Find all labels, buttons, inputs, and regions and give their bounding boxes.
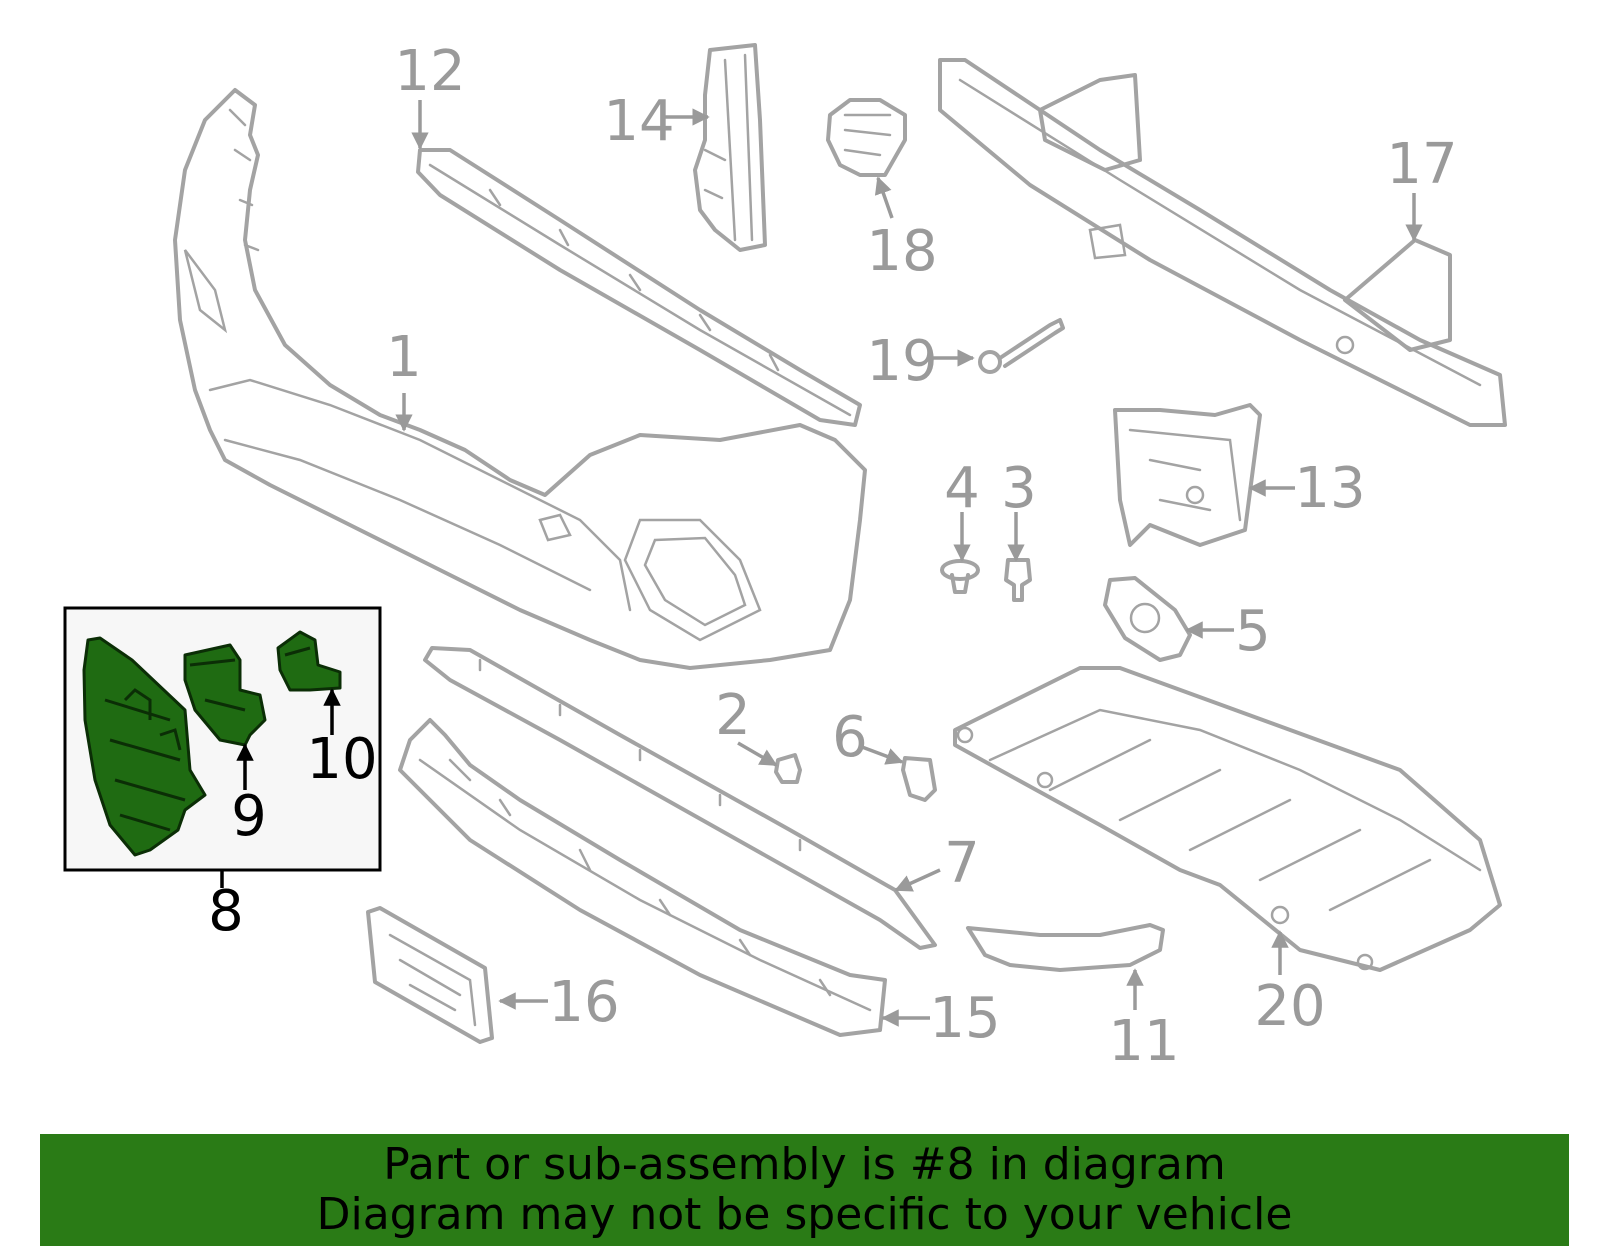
under-shield [953, 666, 1502, 972]
sensor-clip [826, 98, 907, 177]
callout-18: 18 [866, 219, 937, 284]
callout-9: 9 [231, 784, 267, 849]
lower-absorber [398, 718, 887, 1037]
reinforcement-beam [938, 58, 1507, 427]
callout-15: 15 [929, 986, 1000, 1051]
callout-6: 6 [832, 705, 868, 770]
callout-20: 20 [1254, 974, 1325, 1039]
callout-1: 1 [386, 325, 422, 390]
callout-8: 8 [208, 879, 244, 944]
callout-13: 13 [1294, 456, 1365, 521]
notice-banner: Part or sub-assembly is #8 in diagram Di… [40, 1134, 1569, 1246]
grille-strip [416, 148, 862, 427]
callout-14: 14 [603, 89, 674, 154]
assembly-8-body [82, 636, 207, 857]
callout-12: 12 [394, 39, 465, 104]
banner-line-1: Part or sub-assembly is #8 in diagram [383, 1139, 1226, 1190]
callout-2: 2 [715, 683, 751, 748]
callout-10: 10 [306, 727, 377, 792]
callout-arrows [220, 100, 1423, 1027]
bumper-cover [173, 88, 867, 670]
side-bracket [693, 43, 767, 252]
callout-19: 19 [866, 329, 937, 394]
callout-5: 5 [1235, 599, 1271, 664]
clip-2 [774, 753, 802, 784]
bracket-9 [183, 643, 267, 747]
callout-4: 4 [944, 456, 980, 521]
callout-7: 7 [944, 831, 980, 896]
callout-17: 17 [1386, 132, 1457, 197]
lower-molding [423, 646, 937, 950]
callout-11: 11 [1108, 1009, 1179, 1074]
lower-trim [966, 923, 1165, 972]
cap-6 [901, 756, 937, 802]
corner-bracket [1113, 403, 1262, 547]
fog-lamp-bezel [1103, 576, 1192, 662]
push-clip-4 [940, 559, 980, 594]
callout-3: 3 [1001, 456, 1037, 521]
push-clip-3 [1004, 558, 1032, 602]
tow-hook [978, 318, 1065, 374]
callout-16: 16 [548, 970, 619, 1035]
clip-10 [276, 630, 342, 692]
license-bracket [366, 906, 494, 1044]
banner-line-2: Diagram may not be specific to your vehi… [316, 1189, 1293, 1240]
